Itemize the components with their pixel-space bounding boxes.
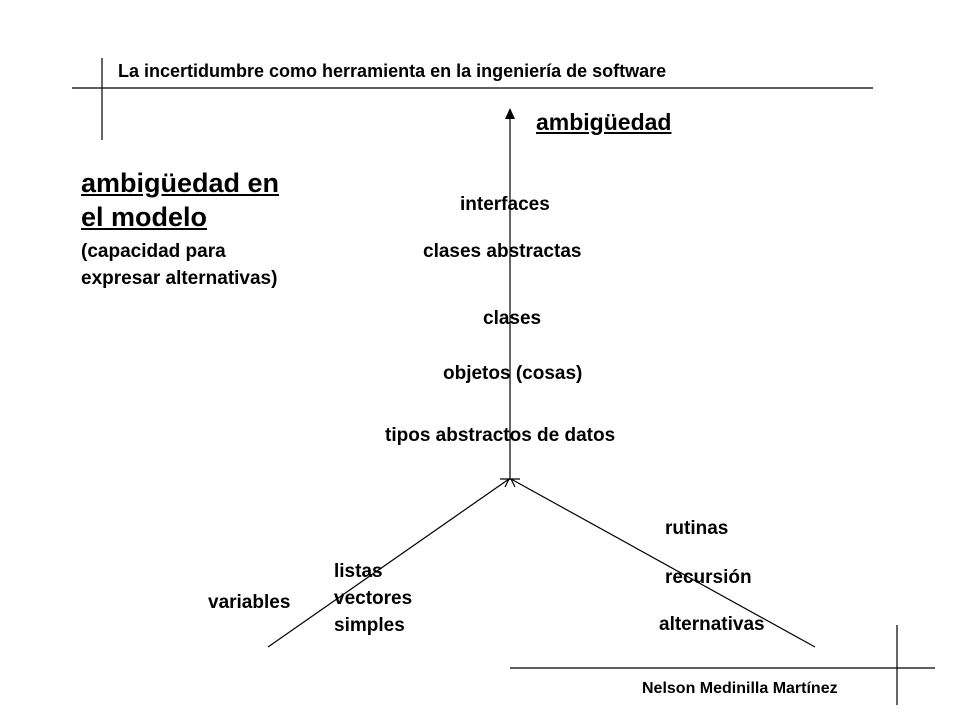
model-heading-line1: ambigüedad en — [81, 168, 280, 198]
right-branch-line — [510, 478, 816, 648]
left-branch-line — [267, 478, 510, 648]
right-recursion: recursión — [665, 567, 752, 588]
left-lists: listas — [334, 561, 383, 582]
left-simple: simples — [334, 615, 405, 636]
level-abstract-classes: clases abstractas — [423, 241, 582, 262]
level-adt: tipos abstractos de datos — [385, 425, 616, 446]
model-sub-line1: (capacidad para — [81, 241, 226, 262]
right-branch-arrowhead — [510, 478, 520, 488]
left-data-structures: listas vectores simples — [334, 558, 412, 639]
left-branch-arrowhead — [500, 478, 510, 488]
model-sub-line2: expresar alternativas) — [81, 268, 278, 289]
level-interfaces: interfaces — [460, 194, 550, 215]
left-variables: variables — [208, 592, 291, 613]
page-title: La incertidumbre como herramienta en la … — [118, 61, 667, 81]
left-vectors: vectores — [334, 588, 413, 609]
footer-author: Nelson Medinilla Martínez — [642, 680, 838, 697]
ambiguity-axis-arrowhead — [505, 108, 515, 119]
level-classes: clases — [483, 308, 542, 329]
right-alternatives: alternativas — [659, 614, 765, 635]
axis-label: ambigüedad — [536, 109, 672, 135]
right-routines: rutinas — [665, 518, 729, 539]
level-objects: objetos (cosas) — [443, 363, 583, 384]
model-heading-line2: el modelo — [81, 202, 208, 232]
